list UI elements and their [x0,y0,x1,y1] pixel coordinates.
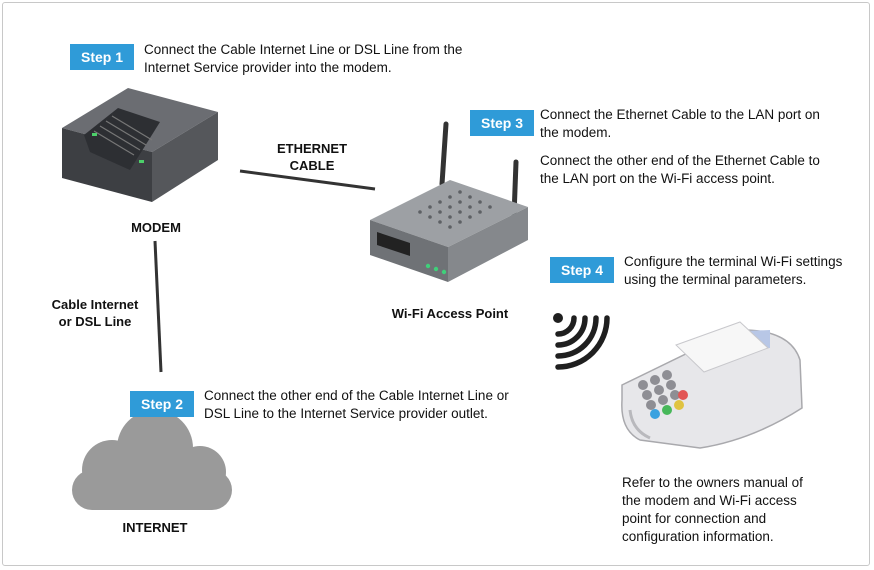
reference-note: Refer to the owners manual of the modem … [622,475,803,544]
step-3-badge: Step 3 [470,110,534,136]
ethernet-cable-label-line1: ETHERNET [276,141,348,156]
step-2-text: Connect the other end of the Cable Inter… [204,388,509,421]
cable-dsl-label-line1: Cable Internet [51,297,139,312]
step-1-text: Connect the Cable Internet Line or DSL L… [144,42,463,75]
ethernet-cable-label: ETHERNET CABLE [262,140,362,174]
step-1-badge: Step 1 [70,44,134,70]
step-3-text-2: Connect the other end of the Ethernet Ca… [540,153,820,186]
modem-label: MODEM [131,220,181,235]
step-2-badge: Step 2 [130,391,194,417]
internet-label: INTERNET [122,520,188,535]
ethernet-cable-label-line2: CABLE [289,158,335,173]
cable-dsl-line [153,240,163,373]
ethernet-cable-line [239,169,376,191]
wifi-signal-icon [553,313,610,370]
cable-dsl-label-line2: or DSL Line [58,314,132,329]
cable-dsl-label: Cable Internet or DSL Line [40,296,150,330]
modem-icon [62,88,218,202]
step-3-text: Connect the Ethernet Cable to the LAN po… [540,107,820,140]
step-4-text: Configure the terminal Wi-Fi settings us… [624,254,843,287]
payment-terminal-icon [621,321,803,449]
wifi-access-point-icon [370,121,528,282]
wifi-access-point-label: Wi-Fi Access Point [391,306,509,321]
step-4-badge: Step 4 [550,257,614,283]
cloud-icon [72,410,232,510]
